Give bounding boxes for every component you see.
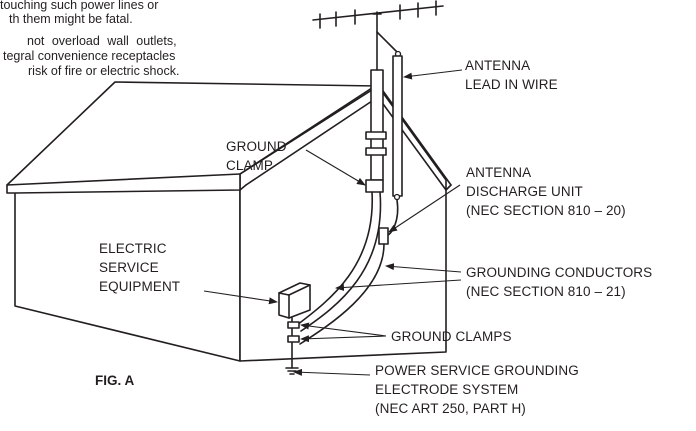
label-line: ANTENNA: [465, 58, 531, 73]
label-line: (NEC ART 250, PART H): [375, 401, 526, 416]
label-line: (NEC SECTION 810 – 21): [466, 284, 626, 299]
grounding-conductors: [296, 191, 385, 345]
ground-clamps-and-electrode: [285, 317, 300, 375]
label-line: ANTENNA: [466, 165, 532, 180]
safety-text-line-5: risk of fire or electric shock.: [28, 64, 180, 78]
safety-text-line-3: not overload wall outlets,: [27, 34, 177, 48]
label-line: GROUNDING CONDUCTORS: [466, 265, 653, 280]
label-line: DISCHARGE UNIT: [466, 184, 583, 199]
label-line: ELECTRODE SYSTEM: [375, 382, 519, 397]
label-power-service-grounding: POWER SERVICE GROUNDING ELECTRODE SYSTEM…: [375, 361, 579, 418]
label-line: (NEC SECTION 810 – 20): [466, 203, 626, 218]
electric-service-box: [278, 282, 311, 319]
label-line: CLAMP: [226, 158, 274, 173]
safety-text-line-2: th them might be fatal.: [9, 12, 133, 26]
label-ground-clamps: GROUND CLAMPS: [391, 329, 512, 344]
label-line: GROUND: [226, 139, 287, 154]
label-line: SERVICE: [99, 260, 159, 275]
safety-text-line-1: touching such power lines or: [0, 0, 159, 12]
label-grounding-conductors: GROUNDING CONDUCTORS (NEC SECTION 810 – …: [466, 263, 652, 301]
label-line: EQUIPMENT: [99, 279, 181, 294]
label-line: LEAD IN WIRE: [465, 77, 558, 92]
house-roof: [6, 81, 452, 194]
leader-arrows: [203, 69, 463, 376]
label-ground-clamp: GROUND CLAMP: [226, 137, 287, 175]
label-antenna-discharge-unit: ANTENNA DISCHARGE UNIT (NEC SECTION 810 …: [466, 163, 626, 220]
mast-ground-clamp: [365, 179, 384, 193]
label-electric-service-equipment: ELECTRIC SERVICE EQUIPMENT: [99, 239, 180, 296]
label-antenna-lead-in-wire: ANTENNA LEAD IN WIRE: [465, 56, 558, 94]
label-line: ELECTRIC: [99, 241, 167, 256]
label-line: POWER SERVICE GROUNDING: [375, 363, 579, 378]
safety-text-line-4: tegral convenience receptacles: [3, 49, 176, 63]
antenna-discharge-unit: [378, 227, 389, 245]
figure-label: FIG. A: [95, 373, 135, 388]
